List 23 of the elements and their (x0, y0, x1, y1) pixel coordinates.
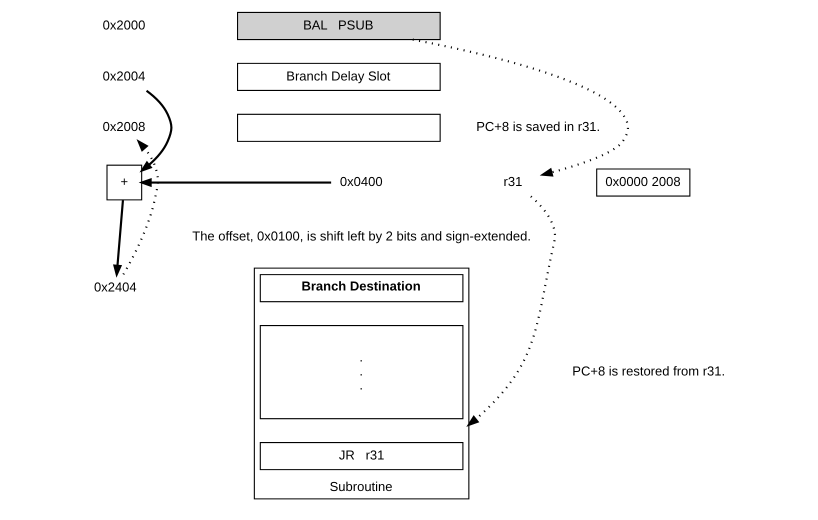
label: The offset, 0x0100, is shift left by 2 bits and sign-extended. (192, 228, 531, 244)
arrow (113, 200, 124, 278)
node-text: 0x2404 (94, 280, 137, 295)
node-text: 0x2008 (102, 119, 146, 134)
node-text: 0x0400 (340, 174, 383, 189)
arrow (140, 90, 172, 172)
arrow (466, 196, 556, 427)
node-box: Branch Destination (260, 274, 464, 302)
node-text: 0x2000 (102, 17, 146, 32)
node-box: + (106, 164, 142, 200)
arrow (138, 178, 332, 188)
node-text: r31 (504, 174, 522, 189)
node-box: BAL PSUB (237, 12, 441, 40)
label: PC+8 is saved in r31. (476, 119, 600, 134)
node-box: . . . (260, 325, 464, 420)
node-box: JR r31 (260, 442, 464, 470)
arrow (412, 38, 629, 177)
node-box: Branch Delay Slot (237, 62, 441, 91)
label: PC+8 is restored from r31. (572, 363, 726, 378)
node-box: 0x0000 2008 (596, 168, 690, 197)
node-text: 0x2004 (102, 68, 146, 84)
arrow (122, 139, 159, 275)
node-box (237, 114, 441, 142)
